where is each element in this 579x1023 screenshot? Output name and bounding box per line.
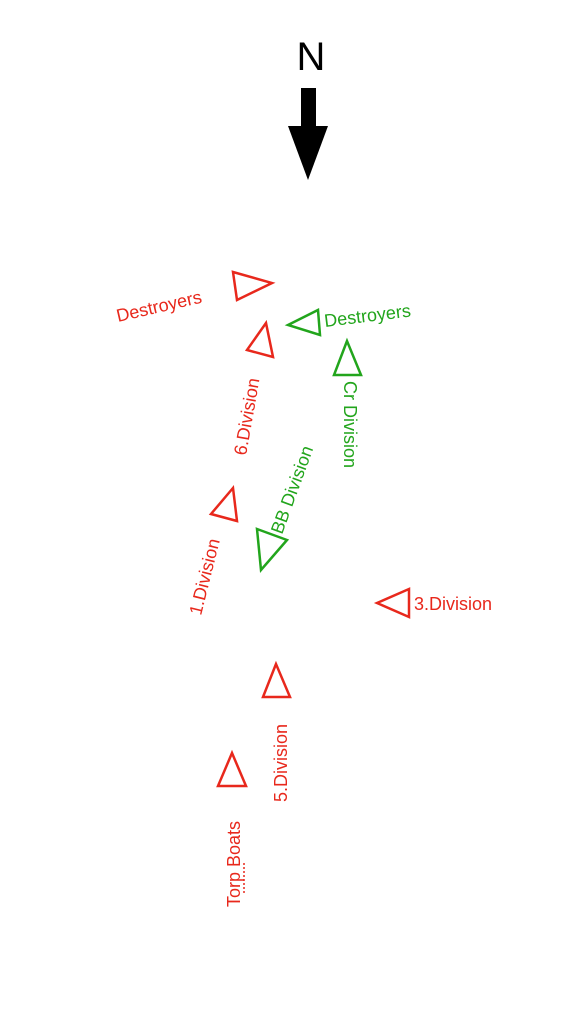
unit-6-division: 6.Division xyxy=(230,319,275,457)
unit-label: 3.Division xyxy=(414,594,492,614)
unit-label: Destroyers xyxy=(114,287,203,326)
triangle-marker-icon xyxy=(244,319,275,359)
triangle-marker-icon xyxy=(261,660,292,699)
unit-3-division: 3.Division xyxy=(373,587,492,619)
triangle-marker-icon xyxy=(373,587,411,619)
unit-label: 6.Division xyxy=(230,376,263,456)
triangle-marker-icon xyxy=(216,749,248,788)
triangle-marker-icon xyxy=(255,527,290,574)
triangle-marker-icon xyxy=(231,270,276,302)
unit-5-division: 5.Division xyxy=(261,660,292,802)
unit-label: BB Division xyxy=(267,443,317,536)
unit-label: Cr Division xyxy=(340,381,360,468)
triangle-marker-icon xyxy=(284,308,322,337)
unit-bb-division: BB Division xyxy=(255,443,317,574)
unit-label: Destroyers xyxy=(323,301,412,331)
north-indicator: N xyxy=(288,35,328,180)
unit-cr-division: Cr Division xyxy=(332,337,363,468)
north-label: N xyxy=(297,35,326,79)
unit-label: 5.Division xyxy=(271,724,291,802)
unit-green-destroyers: Destroyers xyxy=(284,301,412,337)
unit-label: Torp Boats xyxy=(224,821,244,907)
triangle-marker-icon xyxy=(332,337,363,377)
triangle-marker-icon xyxy=(208,485,239,523)
north-arrow-icon xyxy=(288,88,328,180)
unit-1-division: 1.Division xyxy=(185,485,239,617)
unit-torp-boats: Torp Boats xyxy=(216,749,248,907)
unit-red-destroyers: Destroyers xyxy=(114,270,276,326)
unit-label: 1.Division xyxy=(185,536,223,617)
